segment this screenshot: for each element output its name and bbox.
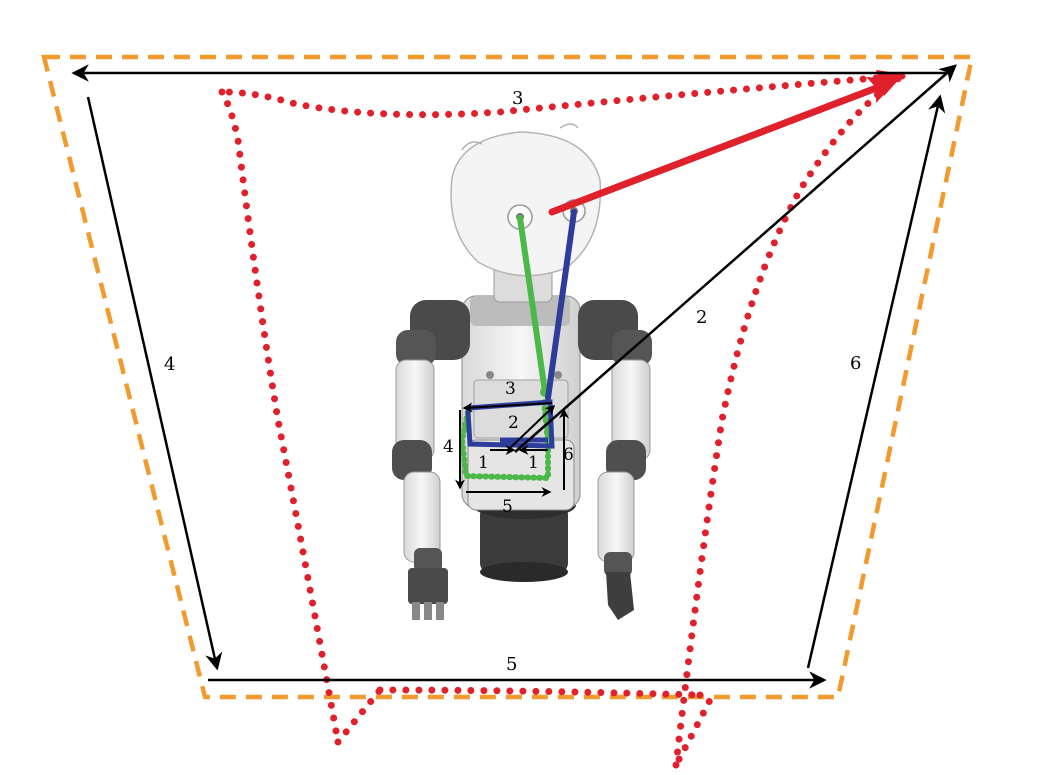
inner-label-1-left: 1 <box>478 453 489 473</box>
right-eye-ray <box>545 209 577 401</box>
outer-label-4: 4 <box>164 354 175 375</box>
inner-arrow-2 <box>509 404 556 449</box>
left-eye-ray <box>517 215 548 395</box>
outer-arrow-2 <box>514 64 957 453</box>
outer-label-6: 6 <box>850 353 861 374</box>
inner-arrow-3 <box>462 402 553 413</box>
humanoid-robot <box>392 123 652 620</box>
outer-label-2: 2 <box>696 307 707 328</box>
robot-head <box>450 123 602 277</box>
inner-label-1-right: 1 <box>528 453 539 473</box>
robot-left-arm <box>392 300 470 620</box>
outer-label-5: 5 <box>506 654 517 675</box>
gaze-arrow <box>548 70 904 216</box>
inner-label-3: 3 <box>505 379 516 399</box>
head-trajectory <box>218 72 906 769</box>
outer-arrow-4 <box>86 96 223 671</box>
outer-arrow-6 <box>806 94 946 669</box>
outer-motion-arrows <box>71 64 957 689</box>
left-eye-projection-path <box>458 397 551 482</box>
inner-label-5: 5 <box>502 497 513 517</box>
robot-right-arm <box>578 300 652 620</box>
inner-label-2: 2 <box>508 413 519 433</box>
inner-label-4: 4 <box>443 437 454 457</box>
outer-label-3: 3 <box>512 88 523 109</box>
inner-motion-arrows <box>455 402 569 497</box>
inner-label-6: 6 <box>563 445 574 465</box>
